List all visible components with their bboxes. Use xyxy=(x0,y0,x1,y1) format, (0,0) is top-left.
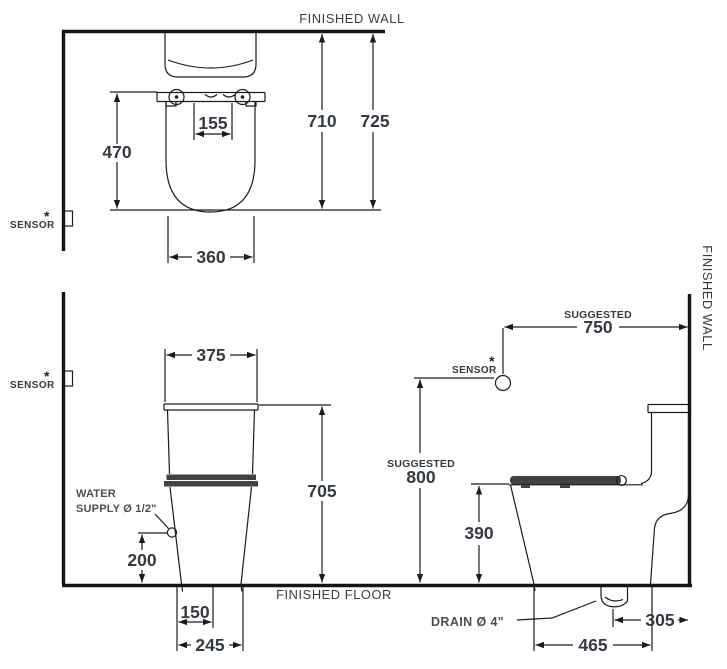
bowl-sides-front xyxy=(169,486,253,585)
plan-view-toilet xyxy=(156,33,266,213)
walls-and-floor xyxy=(61,29,692,588)
sensor-circle-side xyxy=(494,374,512,392)
text-labels: FINISHED WALL FINISHED FLOOR FINISHED WA… xyxy=(10,11,715,655)
right-bolt-circle xyxy=(234,88,251,106)
right-bolt-center xyxy=(240,95,245,99)
sensor-asterisk-front: * xyxy=(44,368,50,384)
water-supply-label-1: WATER xyxy=(76,488,116,500)
dim-200: 200 xyxy=(127,550,156,570)
tank-front-side xyxy=(640,412,653,485)
suggested-label-800: SUGGESTED xyxy=(387,458,455,470)
dim-305: 305 xyxy=(645,610,674,630)
seat-band-lower xyxy=(164,481,258,487)
seat-bumper-1 xyxy=(521,485,530,488)
sensor-label-side: SENSOR xyxy=(452,365,497,376)
dim-465: 465 xyxy=(578,635,607,655)
drain-pipe-mouth xyxy=(604,596,624,602)
tank-front-curve-plan xyxy=(167,59,254,69)
dim-470: 470 xyxy=(102,142,131,162)
bowl-rear-side xyxy=(649,412,690,585)
tank-body-front xyxy=(166,409,256,475)
ext-base-front xyxy=(176,586,244,651)
dim-710: 710 xyxy=(307,111,336,131)
water-supply-leader xyxy=(154,513,169,529)
seat-band-upper xyxy=(166,474,256,480)
finished-wall-top-label: FINISHED WALL xyxy=(299,11,404,26)
ext-360 xyxy=(167,216,255,263)
bowl-front-side xyxy=(509,484,536,592)
drain-label: DRAIN Ø 4" xyxy=(431,615,504,629)
dim-375: 375 xyxy=(196,345,225,365)
water-supply-point xyxy=(166,527,178,538)
side-view-toilet xyxy=(494,374,690,621)
seat-hinge-plate xyxy=(156,91,266,103)
dim-750: 750 xyxy=(583,317,612,337)
tank-lid-side xyxy=(647,403,689,414)
ext-375 xyxy=(164,349,258,402)
dim-245: 245 xyxy=(195,635,224,655)
dim-155: 155 xyxy=(198,113,227,133)
base-stubs-front xyxy=(181,583,243,592)
suggested-label-750: SUGGESTED xyxy=(564,309,632,321)
left-bolt-circle xyxy=(168,88,185,106)
dim-705: 705 xyxy=(307,481,336,501)
sensor-asterisk-plan: * xyxy=(44,208,50,224)
sensor-box-plan xyxy=(63,210,74,227)
dim-360: 360 xyxy=(196,247,225,267)
seat-bumper-2 xyxy=(560,485,570,488)
bowl-outline-plan xyxy=(165,102,256,213)
finished-wall-right-label: FINISHED WALL xyxy=(700,245,715,350)
sensor-asterisk-side: * xyxy=(489,353,495,369)
ext-base-side xyxy=(533,586,653,651)
drain-leader xyxy=(516,600,597,621)
dimension-lines xyxy=(110,34,688,651)
seat-side xyxy=(510,476,621,485)
tank-outline-plan xyxy=(164,33,257,78)
dim-800: 800 xyxy=(406,467,435,487)
sensor-label-plan: SENSOR xyxy=(10,220,55,231)
water-supply-label-2: SUPPLY Ø 1/2" xyxy=(76,503,157,515)
tank-lid-front xyxy=(163,403,259,411)
drain-pipe xyxy=(600,584,629,608)
dim-150: 150 xyxy=(180,602,209,622)
dim-390: 390 xyxy=(464,523,493,543)
dim-725: 725 xyxy=(360,111,389,131)
sensor-label-front: SENSOR xyxy=(10,380,55,391)
finished-floor-label: FINISHED FLOOR xyxy=(276,587,392,602)
sensor-box-front xyxy=(63,370,74,387)
front-view-toilet xyxy=(154,403,259,592)
left-bolt-center xyxy=(174,95,179,99)
hinge-detail-marks xyxy=(204,94,236,98)
ext-155 xyxy=(193,103,233,140)
